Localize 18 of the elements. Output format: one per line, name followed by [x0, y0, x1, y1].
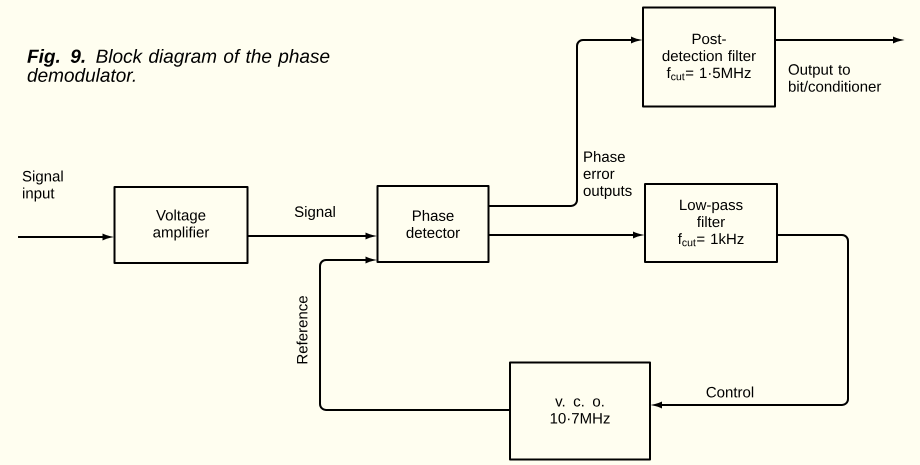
edge-label: Signal	[294, 206, 335, 220]
arrow	[488, 232, 641, 238]
arrow	[488, 37, 639, 207]
edge-label: Reference	[296, 296, 308, 364]
block-box: Phase detector	[376, 184, 490, 263]
block-box: Voltage amplifier	[114, 186, 248, 264]
block-box: Post-detection filter f$_{cut}$= 1·5MHz	[642, 6, 776, 108]
edge-label: Output to bit/conditioner	[788, 64, 882, 92]
block-box: Low-pass filter f$_{cut}$= 1kHz	[644, 182, 778, 263]
arrow	[319, 257, 510, 411]
figure-title: Fig. 9. Block diagram of the phase demodulator.	[27, 49, 330, 82]
signal-label: Phase error outputs	[584, 151, 632, 199]
arrow	[654, 234, 849, 408]
arrow	[18, 234, 110, 240]
block-box: v. c. o. 10·7MHz	[509, 361, 651, 460]
edge-label: Signal input	[22, 170, 63, 202]
edge-label: Control	[706, 386, 754, 398]
arrow	[248, 233, 374, 239]
